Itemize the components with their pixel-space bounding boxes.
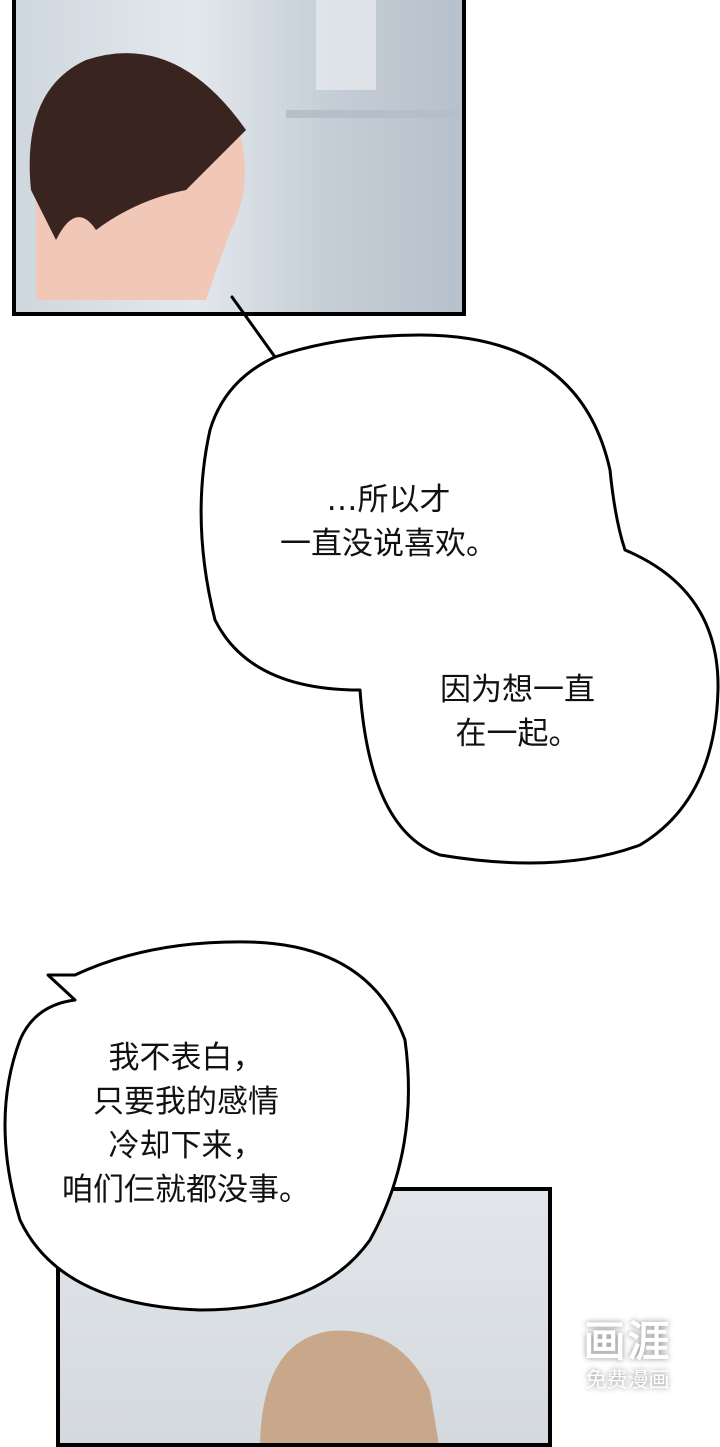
bubble-1-text: …所以才 一直没说喜欢。: [280, 478, 497, 566]
character-illustration: [260, 1330, 439, 1443]
watermark-logo: 画涯 免费漫画: [565, 1318, 690, 1394]
speech-bubble-2: [3, 940, 410, 1312]
speech-bubble-1: [199, 295, 720, 865]
dialogue-line: 咱们仨就都没事。: [62, 1172, 310, 1208]
character-illustration: [29, 0, 462, 301]
dialogue-line: 我不表白，: [108, 1040, 264, 1076]
watermark-tagline: 免费漫画: [585, 1368, 670, 1392]
dialogue-line: 只要我的感情: [93, 1084, 279, 1120]
dialogue-line: 在一起。: [455, 716, 580, 752]
bubble-3-text: 我不表白， 只要我的感情 冷却下来， 咱们仨就都没事。: [62, 1036, 310, 1212]
watermark-brand: 画涯: [583, 1317, 672, 1366]
bubble-2-text: 因为想一直 在一起。: [440, 668, 595, 756]
dialogue-line: 因为想一直: [440, 672, 595, 708]
dialogue-line: 冷却下来，: [108, 1128, 264, 1164]
comic-panel-top: [12, 0, 466, 316]
dialogue-line: …所以才: [326, 482, 451, 518]
dialogue-line: 一直没说喜欢。: [280, 526, 497, 562]
